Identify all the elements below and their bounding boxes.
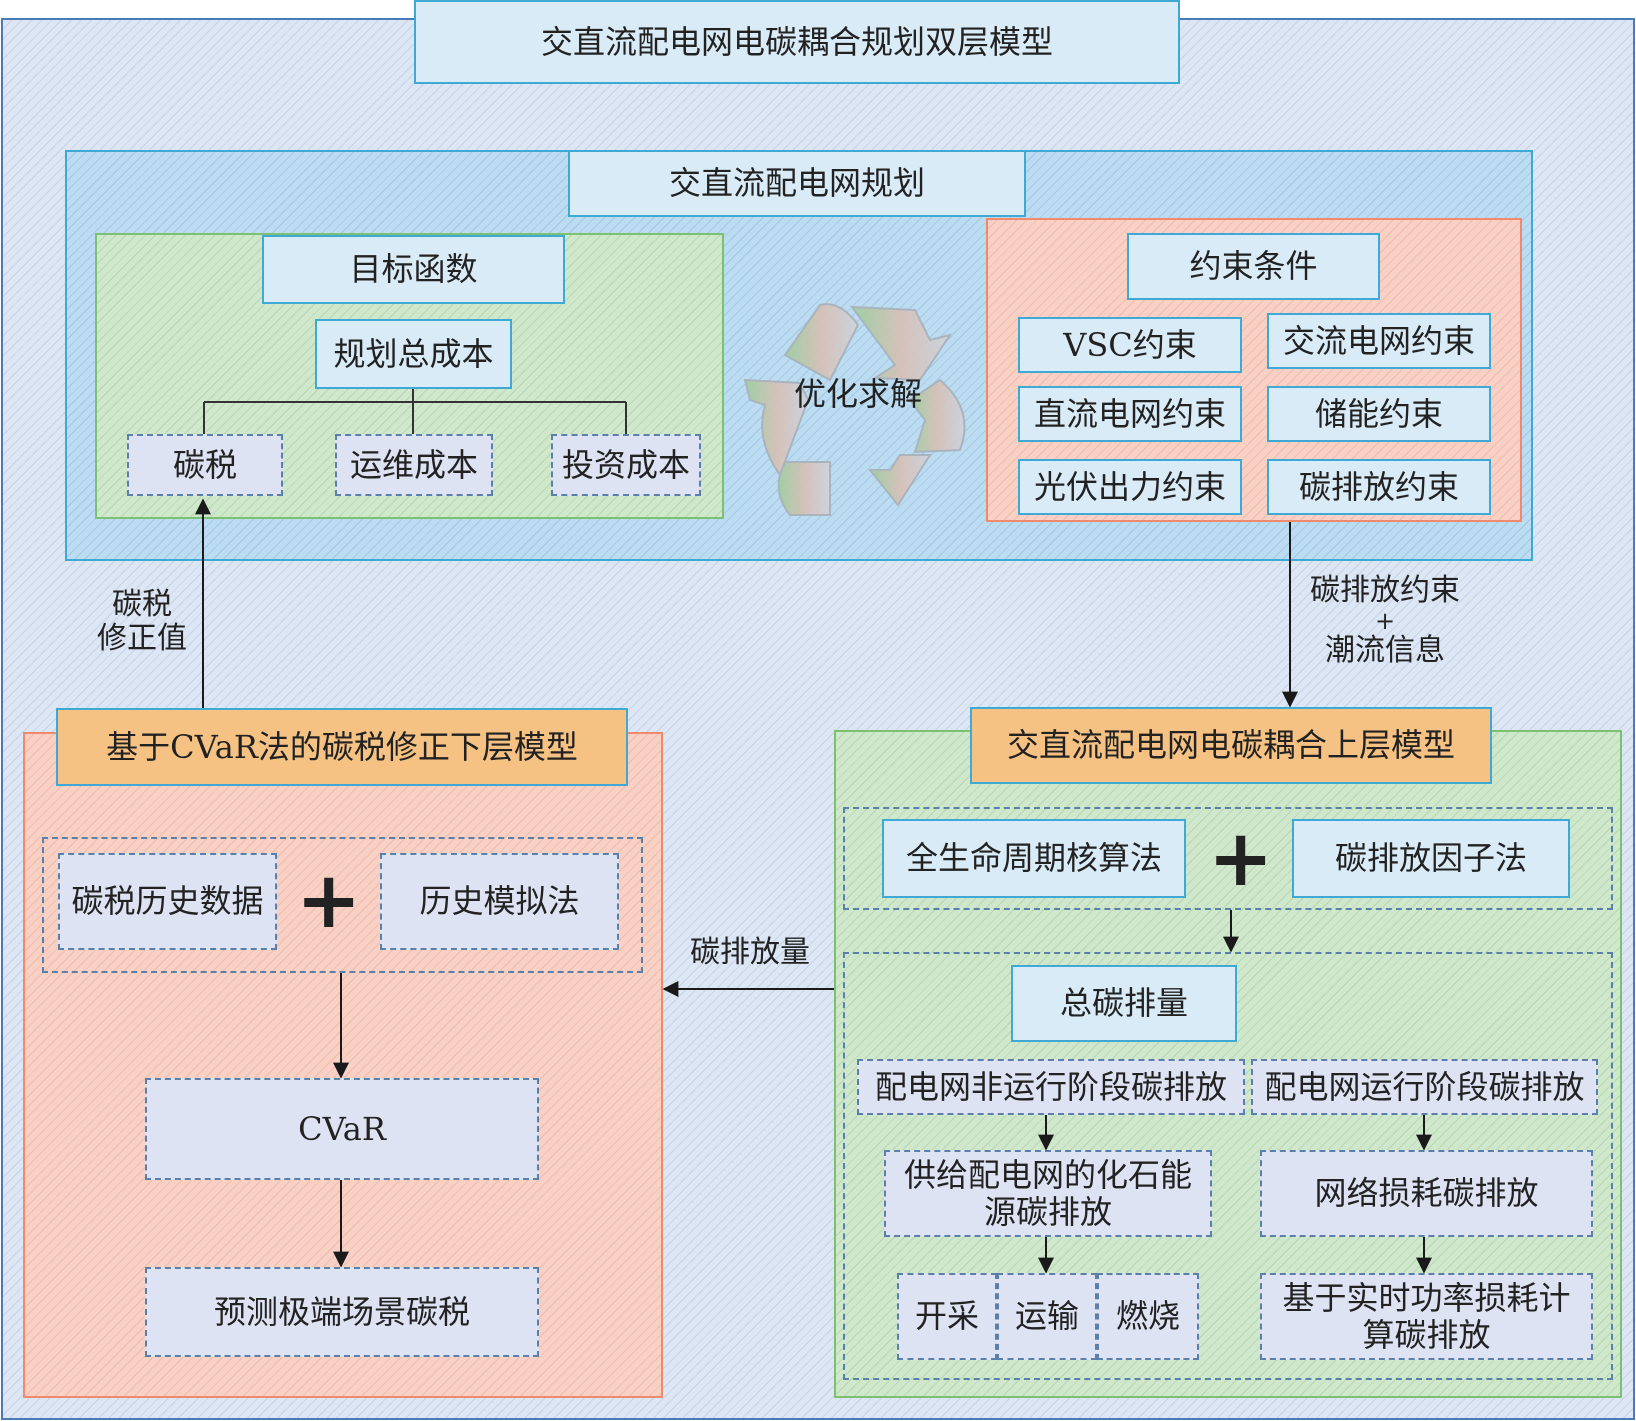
lower-inputs-group bbox=[42, 837, 643, 973]
lower-model-title: 基于CVaR法的碳税修正下层模型 bbox=[56, 708, 628, 786]
total-emission-box: 总碳排量 bbox=[1011, 965, 1237, 1042]
cvar-box: CVaR bbox=[145, 1078, 539, 1180]
emission-amount-label: 碳排放量 bbox=[690, 935, 810, 970]
stage-mining-box: 开采 bbox=[897, 1273, 997, 1360]
carbon-tax-box: 碳税 bbox=[127, 434, 283, 496]
om-cost-box: 运维成本 bbox=[335, 434, 493, 496]
objective-title: 目标函数 bbox=[262, 235, 565, 304]
down-flow-label: 碳排放约束 + 潮流信息 bbox=[1290, 574, 1480, 668]
down-flow-line-3: 潮流信息 bbox=[1325, 632, 1445, 668]
constraints-title: 约束条件 bbox=[1127, 233, 1380, 300]
recycle-icon bbox=[743, 303, 966, 516]
investment-cost-box: 投资成本 bbox=[551, 434, 701, 496]
emission-factor-box: 碳排放因子法 bbox=[1292, 819, 1570, 898]
stage-combustion-box: 燃烧 bbox=[1097, 1273, 1199, 1360]
plus-icon: + bbox=[1208, 814, 1274, 904]
tax-correction-line-1: 碳税 bbox=[112, 587, 172, 622]
network-loss-box: 网络损耗碳排放 bbox=[1260, 1150, 1593, 1237]
constraint-carbon: 碳排放约束 bbox=[1267, 459, 1491, 515]
optimize-label: 优化求解 bbox=[793, 375, 922, 413]
constraint-pv: 光伏出力约束 bbox=[1018, 459, 1242, 515]
constraint-dc-grid: 直流电网约束 bbox=[1018, 386, 1242, 442]
plus-icon: + bbox=[296, 856, 362, 946]
down-flow-plus: + bbox=[1374, 606, 1396, 635]
tax-history-box: 碳税历史数据 bbox=[58, 853, 277, 950]
upper-model-title: 交直流配电网电碳耦合上层模型 bbox=[970, 707, 1492, 784]
historical-sim-box: 历史模拟法 bbox=[380, 853, 619, 950]
fossil-source-line-1: 供给配电网的化石能 bbox=[903, 1155, 1192, 1194]
emission-detail-group bbox=[843, 952, 1613, 1380]
realtime-calc-line-2: 算碳排放 bbox=[1362, 1315, 1491, 1354]
fossil-source-line-2: 源碳排放 bbox=[983, 1192, 1112, 1231]
constraint-storage: 储能约束 bbox=[1267, 386, 1491, 442]
realtime-calc-line-1: 基于实时功率损耗计 bbox=[1282, 1278, 1571, 1317]
fossil-source-box: 供给配电网的化石能 源碳排放 bbox=[884, 1150, 1212, 1237]
extreme-tax-box: 预测极端场景碳税 bbox=[145, 1267, 539, 1357]
total-cost-box: 规划总成本 bbox=[315, 319, 512, 389]
main-title: 交直流配电网电碳耦合规划双层模型 bbox=[414, 0, 1180, 84]
tax-correction-label: 碳税 修正值 bbox=[82, 588, 202, 655]
upper-methods-group bbox=[843, 807, 1613, 910]
constraint-vsc: VSC约束 bbox=[1018, 317, 1242, 373]
lifecycle-method-box: 全生命周期核算法 bbox=[882, 819, 1186, 898]
down-flow-line-1: 碳排放约束 bbox=[1310, 573, 1460, 608]
realtime-loss-calc-box: 基于实时功率损耗计 算碳排放 bbox=[1260, 1273, 1593, 1360]
tax-correction-line-2: 修正值 bbox=[97, 620, 187, 656]
operation-emission-box: 配电网运行阶段碳排放 bbox=[1251, 1059, 1598, 1115]
stage-transport-box: 运输 bbox=[997, 1273, 1097, 1360]
non-operation-emission-box: 配电网非运行阶段碳排放 bbox=[857, 1059, 1245, 1115]
planning-title: 交直流配电网规划 bbox=[568, 150, 1026, 217]
constraint-ac-grid: 交流电网约束 bbox=[1267, 313, 1491, 369]
